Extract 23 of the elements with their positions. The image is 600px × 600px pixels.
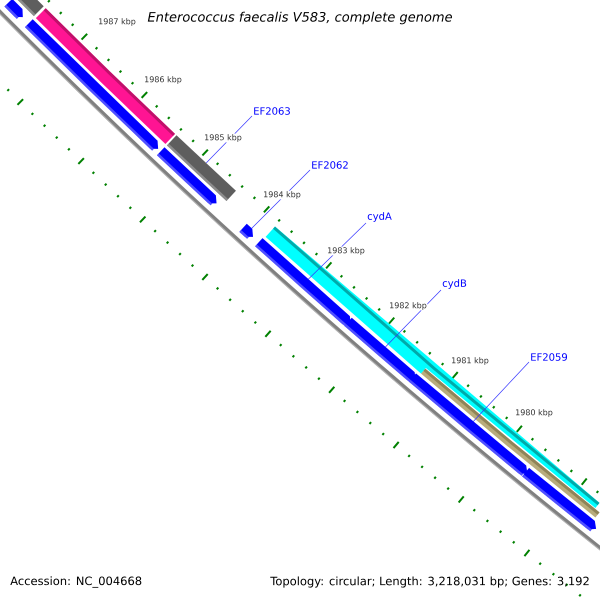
tick-label: 1985 kbp [204, 134, 242, 142]
gene-bar [16, 0, 44, 16]
leader-line [385, 290, 442, 348]
gene-block [522, 468, 596, 532]
accession-text: Accession: NC_004668 [10, 576, 142, 588]
gene-block [344, 318, 416, 382]
tick-label: 1980 kbp [514, 408, 554, 418]
tick-label: 1987 kbp [98, 18, 136, 26]
gene-block [4, 0, 23, 19]
gene-label: cydA [368, 212, 392, 222]
tick-label: 1981 kbp [450, 356, 490, 366]
title: Enterococcus faecalis V583, complete genome [148, 12, 452, 24]
genome-info-text: Topology: circular; Length: 3,218,031 bp; Genes: 3,192 [270, 576, 589, 588]
gene-label: cydB [442, 279, 466, 289]
tick-label: 1984 kbp [262, 190, 302, 200]
gene-block [239, 224, 254, 239]
tick-label: 1986 kbp [144, 76, 182, 84]
tick-label: 1982 kbp [388, 302, 428, 310]
tick-label: 1983 kbp [326, 246, 366, 256]
gene-label: EF2059 [531, 353, 568, 361]
gene-label: EF2063 [254, 107, 290, 115]
leader-line [472, 362, 530, 422]
gene-label: EF2062 [312, 161, 348, 169]
